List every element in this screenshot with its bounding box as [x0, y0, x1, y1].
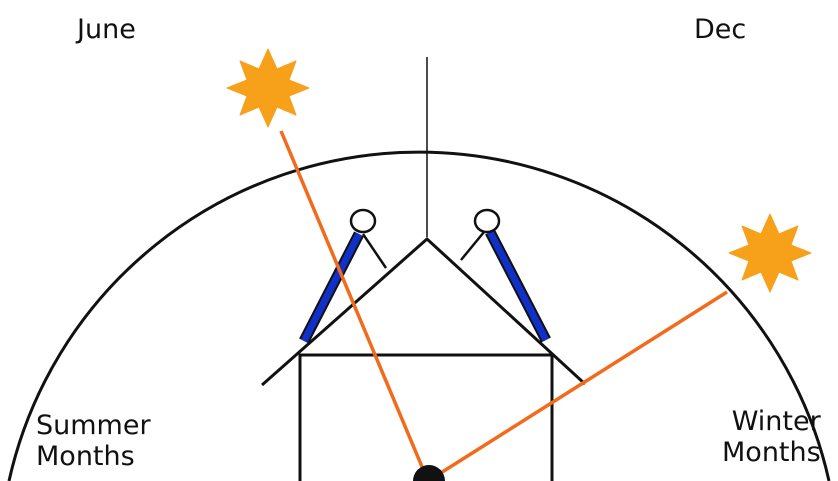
winter-line-2: Months — [722, 437, 821, 468]
right-panel-support — [460, 231, 485, 261]
left-solar-panel-face — [300, 232, 363, 343]
winter-months-label: Winter Months — [722, 406, 821, 468]
summer-line-2: Months — [36, 441, 135, 472]
left-panel-pivot — [349, 208, 377, 234]
sun-icon — [728, 213, 812, 293]
right-panel-pivot — [473, 208, 501, 234]
sky-arc — [7, 150, 831, 481]
sun-icon — [226, 48, 310, 128]
house-walls — [298, 353, 554, 481]
summer-line-1: Summer — [36, 410, 151, 441]
observer-point — [413, 465, 445, 481]
dec-label: Dec — [694, 14, 747, 45]
summer-months-label: Summer Months — [36, 410, 151, 472]
right-solar-panel-face — [486, 230, 550, 342]
winter-sun-ray — [427, 290, 728, 481]
winter-line-1: Winter — [731, 406, 821, 437]
left-panel-support — [361, 233, 388, 269]
june-label: June — [77, 14, 136, 45]
house-roof — [261, 236, 587, 387]
summer-sun-ray — [279, 130, 430, 481]
